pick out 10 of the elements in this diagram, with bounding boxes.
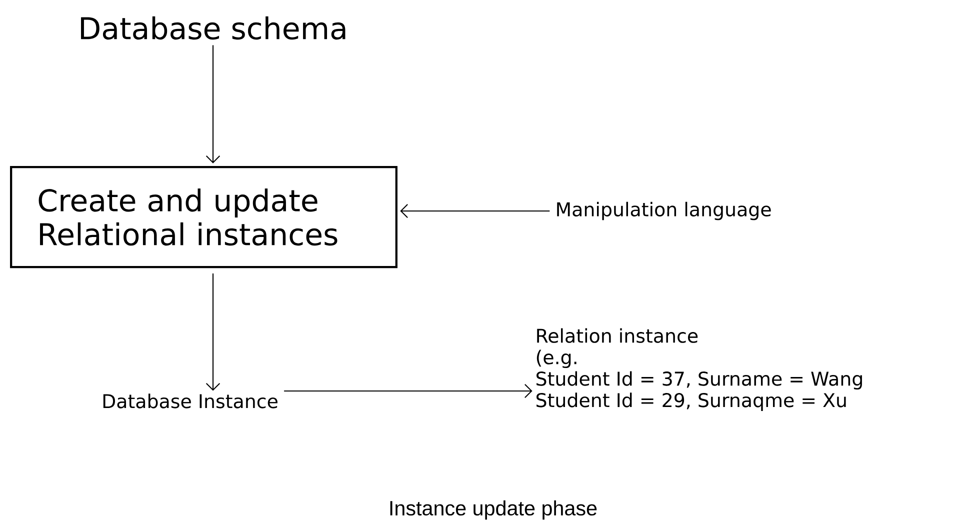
- example-text: Relation instance (e.g. Student Id = 37, Surname = Wang Student Id = 29, Surnaqme = Xu: [536, 328, 862, 411]
- arrow: [284, 384, 532, 398]
- arrow: [206, 45, 220, 164]
- caption: Instance update phase: [390, 500, 597, 520]
- input-text: Manipulation language: [557, 202, 771, 220]
- arrow: [400, 204, 550, 218]
- heading-text: Database schema: [81, 16, 346, 40]
- output-text: Database Instance: [103, 394, 278, 408]
- arrow: [206, 273, 220, 391]
- process-box: Create and update Relational instances: [10, 166, 398, 268]
